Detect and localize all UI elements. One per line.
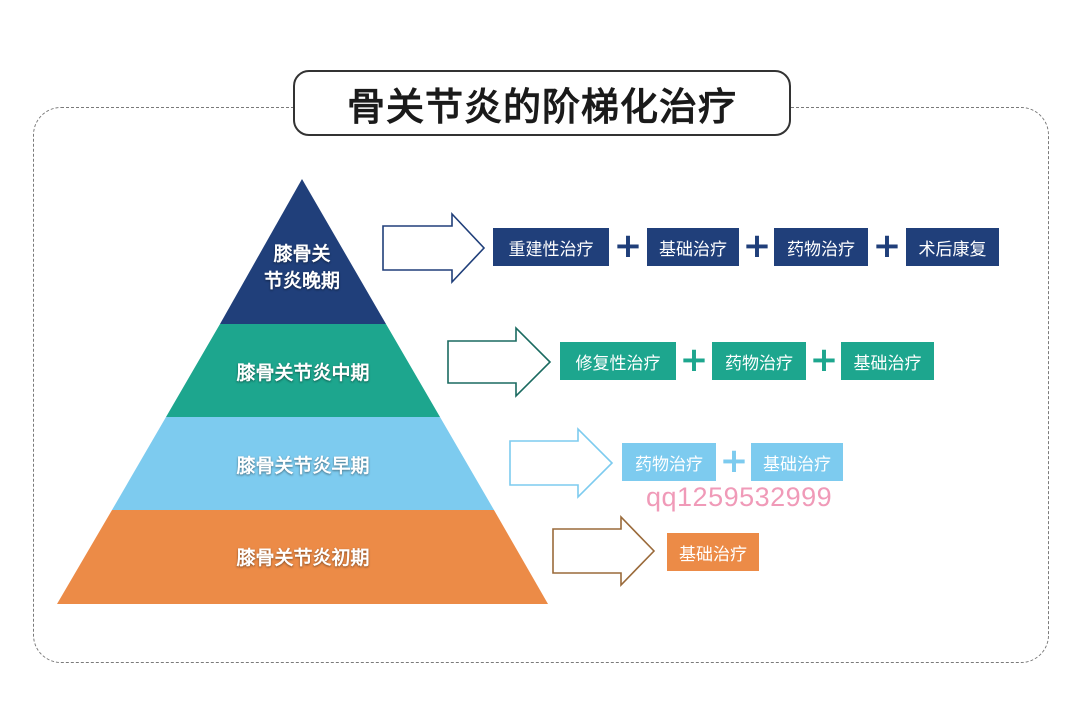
level-label-late: 膝骨关 节炎晚期 (240, 241, 364, 295)
pyramid-tier-late (220, 179, 386, 324)
level-label-middle: 膝骨关节炎中期 (236, 362, 370, 384)
arrow-icon-late (382, 211, 486, 285)
plus-icon-middle-1: + (679, 340, 709, 380)
pyramid-tier-middle (166, 324, 440, 417)
arrow-icon-early (509, 427, 614, 499)
level-label-early: 膝骨关节炎早期 (236, 455, 370, 477)
arrow-icon-initial (552, 515, 656, 587)
treatment-box-middle-3: 基础治疗 (841, 342, 934, 380)
treatment-box-initial-1: 基础治疗 (667, 533, 759, 571)
level-label-initial: 膝骨关节炎初期 (236, 547, 370, 569)
treatment-box-middle-2: 药物治疗 (712, 342, 806, 380)
plus-icon-late-3: + (872, 226, 902, 266)
plus-icon-late-2: + (742, 226, 772, 266)
treatment-box-early-2: 基础治疗 (751, 443, 843, 481)
treatment-box-middle-1: 修复性治疗 (560, 342, 676, 380)
level-label-late-line1: 膝骨关 (273, 243, 331, 265)
arrow-icon-middle (447, 326, 552, 398)
plus-icon-early-1: + (719, 441, 749, 481)
treatment-box-late-3: 药物治疗 (774, 228, 868, 266)
plus-icon-late-1: + (613, 226, 643, 266)
pyramid-tier-early (112, 417, 494, 510)
treatment-box-late-2: 基础治疗 (647, 228, 739, 266)
pyramid-tier-initial (57, 510, 548, 604)
treatment-box-early-1: 药物治疗 (622, 443, 716, 481)
level-label-late-line2: 节炎晚期 (263, 270, 340, 292)
treatment-box-late-1: 重建性治疗 (493, 228, 609, 266)
treatment-box-late-4: 术后康复 (906, 228, 999, 266)
plus-icon-middle-2: + (809, 340, 839, 380)
page-title: 骨关节炎的阶梯化治疗 (293, 70, 791, 136)
watermark: qq1259532999 (646, 482, 833, 512)
